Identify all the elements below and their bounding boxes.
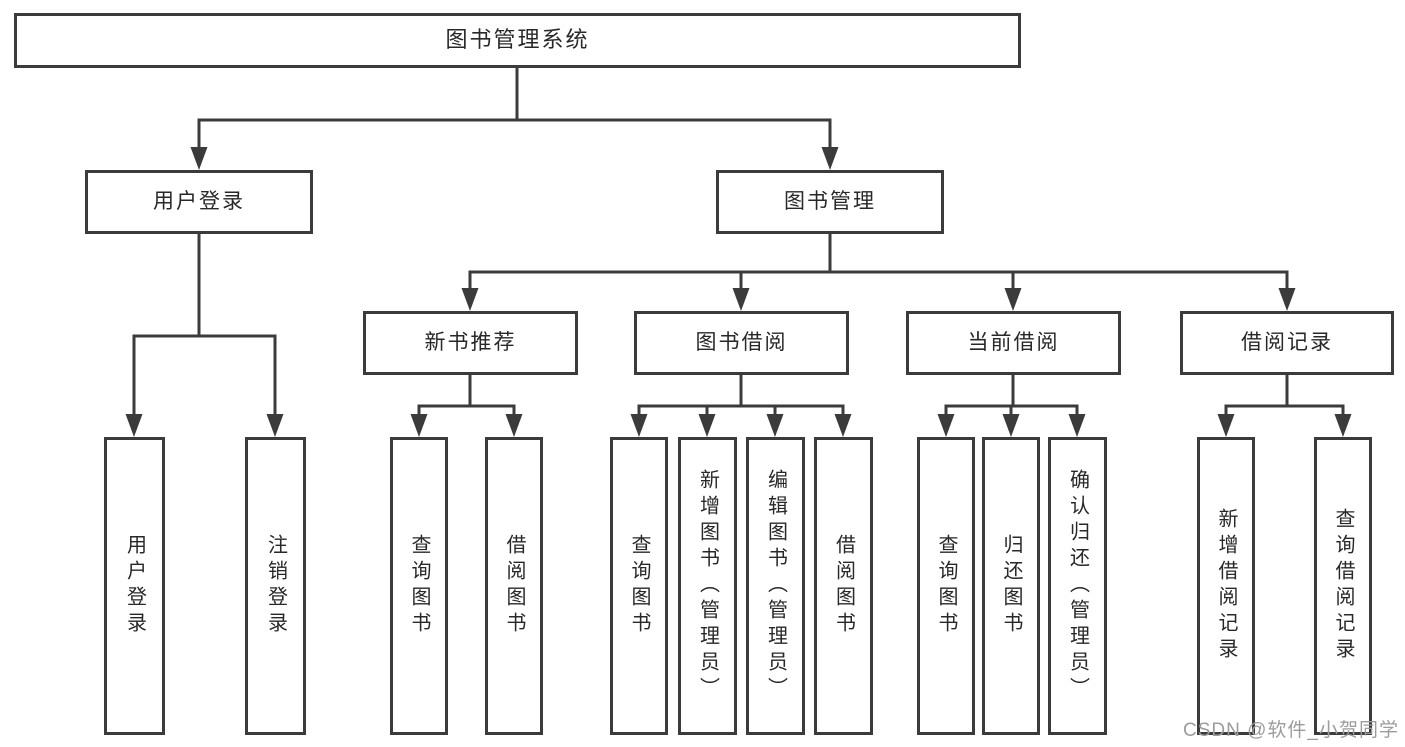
node-bb-borrow-book: 借阅图书 [814,437,873,735]
node-label: 查询图书 [408,534,430,638]
node-label: 新增借阅记录 [1215,508,1237,664]
connector-user-login [125,232,284,437]
node-label: 注销登录 [264,534,287,638]
node-label: 查询借阅记录 [1332,508,1354,664]
node-root: 图书管理系统 [14,13,1021,68]
arrowhead-icon [1334,414,1352,437]
node-label: 新增图书（管理员） [696,469,719,703]
arrowhead-icon [410,414,428,437]
node-cb-query-book: 查询图书 [917,437,975,735]
arrowhead-icon [766,414,784,437]
connector-book-borrow [630,373,852,437]
node-label: 借阅图书 [832,534,855,638]
arrowhead-icon [834,414,852,437]
node-user-login: 用户登录 [85,170,313,234]
connector-root [190,66,839,170]
arrowhead-icon [1004,288,1022,311]
arrowhead-icon [698,414,716,437]
node-bb-edit-book: 编辑图书（管理员） [746,437,805,735]
node-label: 确认归还（管理员） [1066,469,1089,703]
arrowhead-icon [1278,288,1296,311]
arrowhead-icon [266,414,284,437]
arrowhead-icon [125,414,143,437]
arrowhead-icon [821,147,839,170]
node-cb-confirm-return: 确认归还（管理员） [1048,437,1107,735]
node-book-mgmt: 图书管理 [716,170,944,234]
node-book-borrow: 图书借阅 [634,311,849,375]
node-label: 图书管理系统 [445,27,590,53]
arrowhead-icon [1217,414,1235,437]
node-new-book-rec: 新书推荐 [363,311,578,375]
node-label: 图书管理 [784,190,876,214]
node-bb-query-book: 查询图书 [610,437,668,735]
arrowhead-icon [937,414,955,437]
watermark: CSDN @软件_小贺同学 [1183,720,1399,741]
connector-book-mgmt [461,232,1296,311]
node-label: 新书推荐 [424,331,517,355]
arrowhead-icon [1002,414,1020,437]
node-label: 用户登录 [123,534,146,638]
arrowhead-icon [461,288,479,311]
node-label: 借阅记录 [1241,331,1333,355]
node-br-add-record: 新增借阅记录 [1197,437,1255,735]
arrowhead-icon [505,414,523,437]
node-label: 归还图书 [1000,534,1022,638]
node-rec-borrow-book: 借阅图书 [485,437,543,735]
arrowhead-icon [732,288,750,311]
connector-new-book-rec [410,373,523,437]
connector-cur-borrow [937,373,1086,437]
node-cb-return-book: 归还图书 [982,437,1040,735]
node-label: 用户登录 [153,190,245,214]
node-cur-borrow: 当前借阅 [906,311,1121,375]
node-label: 借阅图书 [503,534,525,638]
arrowhead-icon [190,147,208,170]
node-leaf-logout: 注销登录 [245,437,306,735]
node-br-query-record: 查询借阅记录 [1314,437,1372,735]
node-label: 编辑图书（管理员） [764,469,787,703]
node-label: 查询图书 [628,534,650,638]
node-borrow-records: 借阅记录 [1180,311,1394,375]
node-bb-add-book: 新增图书（管理员） [678,437,737,735]
connector-borrow-records [1217,373,1352,437]
node-leaf-user-login: 用户登录 [104,437,165,735]
node-label: 当前借阅 [967,331,1060,355]
node-label: 查询图书 [935,534,957,638]
node-rec-query-book: 查询图书 [390,437,448,735]
arrowhead-icon [630,414,648,437]
arrowhead-icon [1068,414,1086,437]
node-label: 图书借阅 [695,331,788,355]
